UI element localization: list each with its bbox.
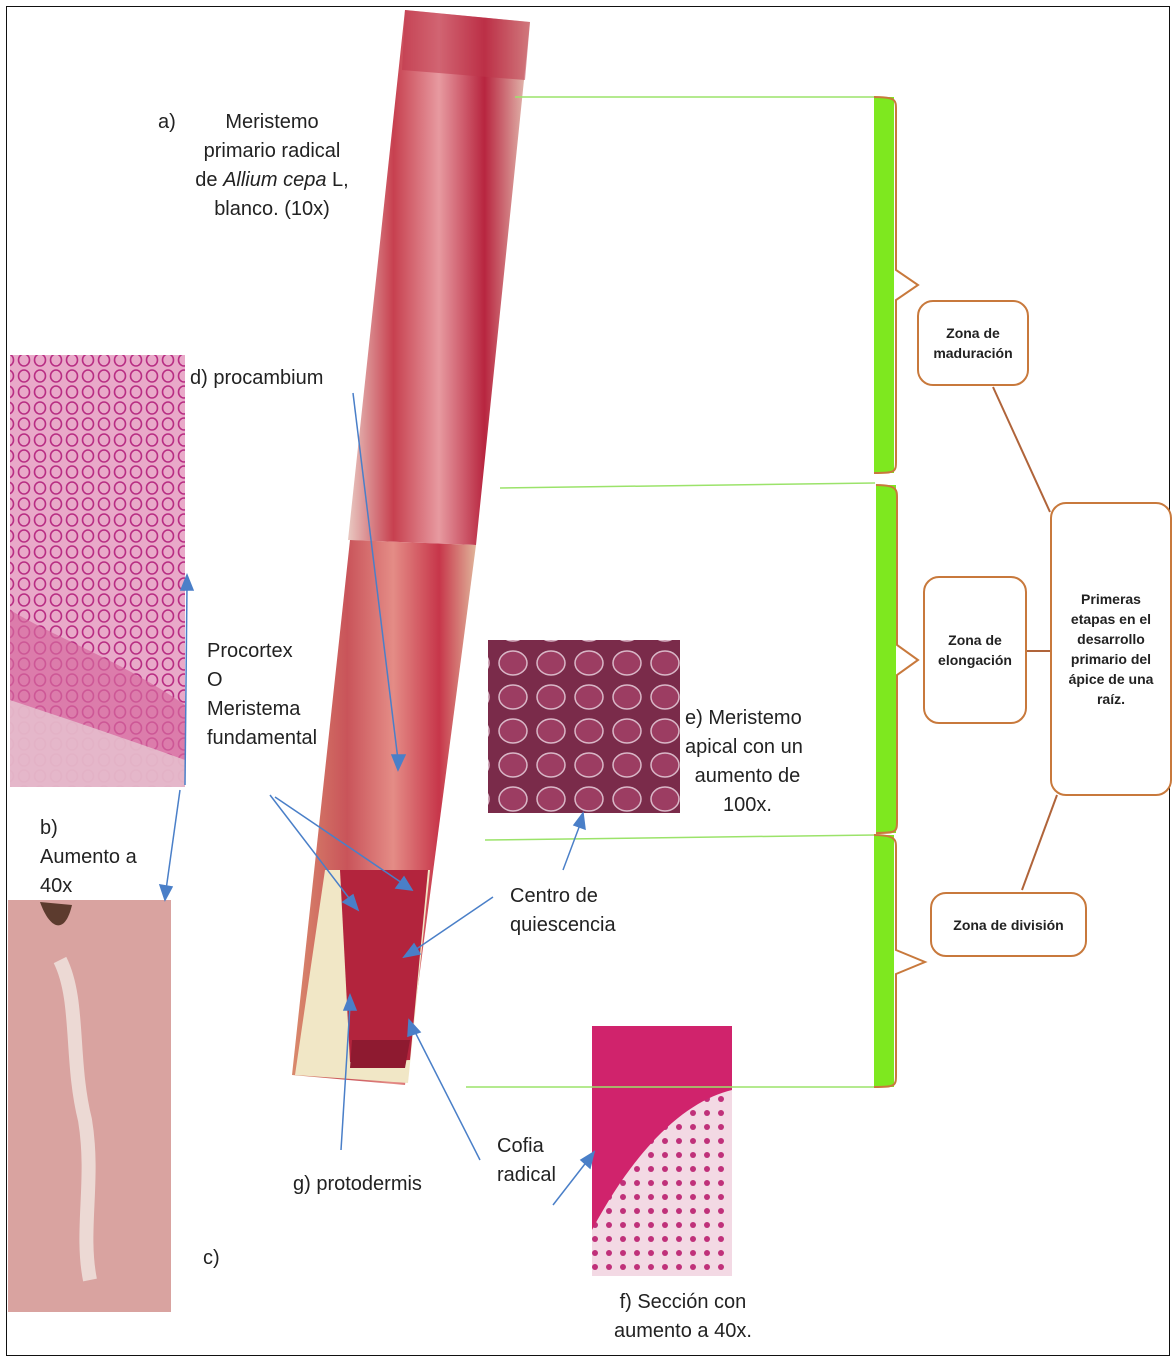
label-a-line3: de Allium cepa L,: [192, 166, 352, 195]
label-quiescencia: Centro de quiescencia: [510, 882, 616, 940]
label-b-line2: Aumento a: [40, 843, 137, 872]
label-f: f) Sección con aumento a 40x.: [614, 1288, 752, 1346]
bracket-division: [874, 835, 925, 1087]
box-zona-elongacion: Zona de elongación: [923, 576, 1027, 724]
species-name: Allium cepa: [223, 169, 326, 191]
label-protodermis: g) protodermis: [293, 1170, 422, 1199]
label-a-line4: blanco. (10x): [192, 195, 352, 224]
label-e: e) Meristemo apical con un aumento de 10…: [685, 704, 810, 820]
arrows: [160, 393, 594, 1205]
connector-maduracion: [993, 387, 1050, 512]
bracket-elongacion: [876, 485, 918, 833]
label-cofia: Cofia radical: [497, 1132, 556, 1190]
box-zona-maduracion: Zona de maduración: [917, 300, 1029, 386]
label-procortex: Procortex O Meristema fundamental: [207, 637, 317, 753]
label-cofia-line1: Cofia: [497, 1132, 556, 1161]
label-c: c): [203, 1244, 220, 1273]
label-e-line2: apical con un: [685, 733, 810, 762]
label-procortex-line3: Meristema: [207, 695, 317, 724]
label-procambium: d) procambium: [190, 364, 323, 393]
label-a-description: Meristemo primario radical de Allium cep…: [192, 108, 352, 224]
label-quiescencia-line2: quiescencia: [510, 911, 616, 940]
label-b: b) Aumento a 40x: [40, 814, 137, 901]
label-procortex-line4: fundamental: [207, 724, 317, 753]
zone-guide-line: [485, 835, 875, 840]
label-a-line1: Meristemo: [192, 108, 352, 137]
label-e-line4: 100x.: [685, 791, 810, 820]
label-cofia-line2: radical: [497, 1161, 556, 1190]
label-b-line1: b): [40, 814, 137, 843]
label-procortex-line1: Procortex: [207, 637, 317, 666]
label-procortex-line2: O: [207, 666, 317, 695]
box-zona-division: Zona de división: [930, 892, 1087, 957]
label-e-line3: aumento de: [685, 762, 810, 791]
label-a-line2: primario radical: [192, 137, 352, 166]
label-quiescencia-line1: Centro de: [510, 882, 616, 911]
label-f-line2: aumento a 40x.: [614, 1317, 752, 1346]
label-e-line1: e) Meristemo: [685, 704, 810, 733]
label-f-line1: f) Sección con: [614, 1288, 752, 1317]
label-b-line3: 40x: [40, 872, 137, 901]
label-a-letter: a): [158, 108, 176, 137]
bracket-maduracion: [874, 97, 918, 473]
zone-guide-line: [500, 483, 875, 488]
label-a-species-line: de Allium cepa L,: [195, 169, 348, 191]
box-primeras-etapas: Primeras etapas en el desarrollo primari…: [1050, 502, 1172, 796]
connector-division: [1022, 795, 1057, 890]
